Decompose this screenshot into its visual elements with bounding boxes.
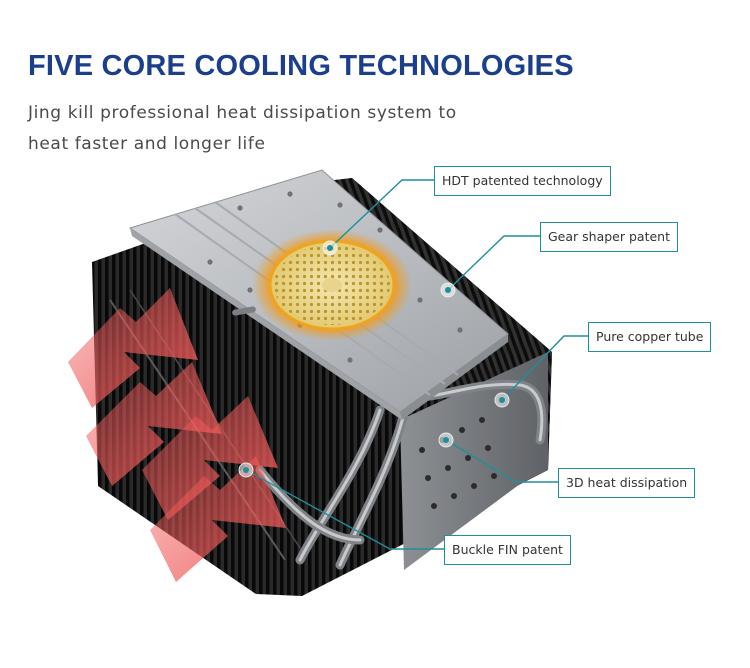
page-subtitle: Jing kill professional heat dissipation … [28, 103, 457, 154]
callout-3d-heat-dissipation: 3D heat dissipation [558, 468, 696, 498]
side-block [400, 352, 548, 570]
callout-hdt-technology: HDT patented technology [434, 166, 611, 196]
callout-buckle-fin: Buckle FIN patent [444, 535, 571, 565]
led-chip [252, 229, 412, 341]
callout-markers [238, 240, 510, 478]
callout-leaders [245, 179, 588, 550]
page-title: FIVE CORE COOLING TECHNOLOGIES [28, 50, 574, 82]
airflow-arrows [68, 288, 286, 582]
callout-copper-tube: Pure copper tube [588, 322, 712, 352]
callout-gear-shaper: Gear shaper patent [540, 222, 678, 252]
